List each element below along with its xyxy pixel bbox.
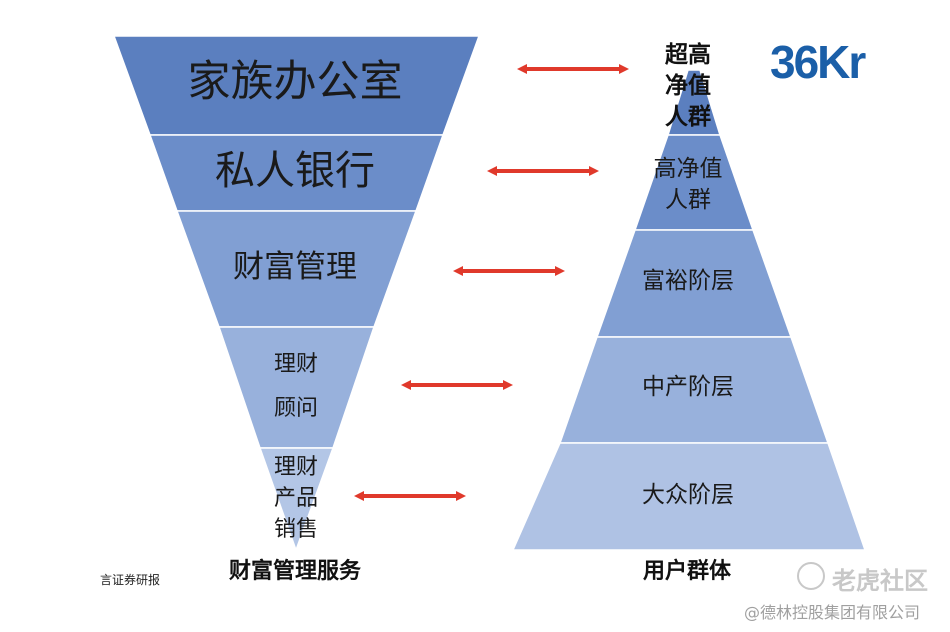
group-label-high-net-worth: 高净值 人群 [653, 156, 723, 213]
mapping-arrows [354, 64, 629, 501]
service-label-product-sales: 理财 产品 销售 [273, 455, 318, 542]
group-label-ultra-high-net-worth: 超高 净值 人群 [665, 42, 711, 130]
groups-pyramid [511, 69, 867, 551]
service-label-family-office: 家族办公室 [187, 57, 403, 107]
watermark-site-text: 老虎社区 [832, 567, 928, 595]
group-label-middle-class: 中产阶层 [642, 374, 734, 400]
service-label-financial-advisor: 理财 顾问 [273, 352, 318, 421]
brand-logo: 36Kr [770, 36, 868, 88]
tiger-logo-icon [797, 562, 825, 590]
group-label-affluent: 富裕阶层 [642, 268, 734, 294]
services-caption: 财富管理服务 [228, 559, 361, 584]
service-label-private-bank: 私人银行 [215, 148, 375, 194]
service-tier-product-sales [258, 447, 335, 553]
watermark-site: 老虎社区 [802, 561, 928, 596]
source-note: 言证券研报 [100, 573, 161, 587]
services-funnel [112, 35, 481, 553]
service-label-wealth-management: 财富管理 [233, 249, 357, 285]
group-label-mass-market: 大众阶层 [642, 482, 734, 508]
logo-text: 36Kr [770, 36, 866, 88]
group-tier-mass-market [511, 442, 867, 551]
groups-caption: 用户群体 [642, 559, 731, 584]
watermark-company: @德林控股集团有限公司 [744, 603, 921, 622]
